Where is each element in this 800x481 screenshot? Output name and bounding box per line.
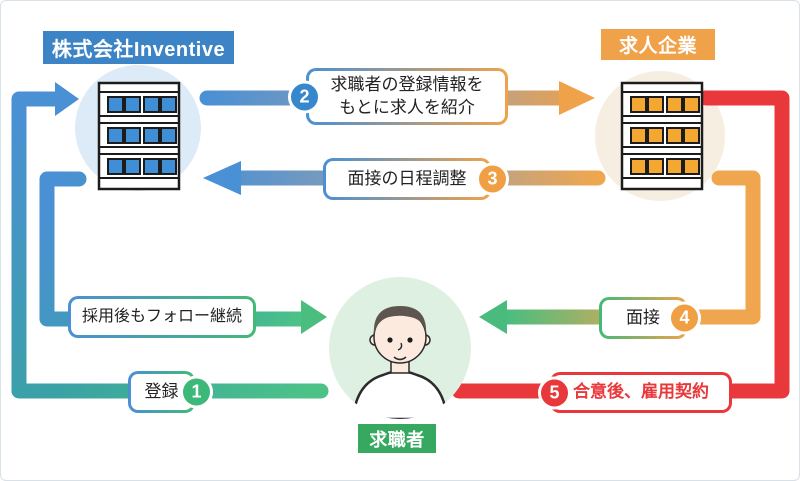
jobseeker-person-icon: [351, 306, 449, 419]
agency-label: 株式会社Inventive: [43, 31, 234, 64]
step-5-number: 5: [538, 376, 571, 409]
arrow-step1-head: [55, 82, 79, 116]
step-3-box: 3 面接の日程調整: [323, 158, 509, 200]
step-1-number: 1: [180, 375, 213, 409]
follow-up-box: 採用後もフォロー継続: [68, 296, 256, 338]
arrow-step2-head: [559, 81, 595, 115]
step-2-label-line2: もとに求人を紹介: [339, 97, 475, 117]
step-5-box: 5 合意後、雇用契約: [538, 372, 732, 413]
agency-building-icon: [97, 81, 181, 191]
arrow-step3-head: [203, 161, 241, 195]
step-2-box: 2 求職者の登録情報を もとに求人を紹介: [288, 68, 508, 125]
step-3-number: 3: [476, 162, 509, 196]
step-2-number: 2: [288, 80, 321, 113]
step-4-box: 4 面接: [599, 297, 701, 339]
step-4-number: 4: [668, 301, 701, 335]
step-2-label-line1: 求職者の登録情報を: [330, 75, 484, 95]
arrow-step4-path: [643, 170, 761, 325]
arrow-step4-head: [479, 300, 507, 334]
employer-label: 求人企業: [601, 29, 715, 60]
follow-up-label: 採用後もフォロー継続: [71, 299, 253, 335]
step-3-label: 面接の日程調整: [326, 161, 488, 197]
jobseeker-label: 求職者: [358, 424, 436, 453]
employer-building-icon: [620, 81, 704, 191]
arrow-followup-head: [301, 300, 327, 334]
step-5-label: 合意後、雇用契約: [553, 375, 729, 410]
step-1-box: 1 登録: [128, 371, 213, 413]
